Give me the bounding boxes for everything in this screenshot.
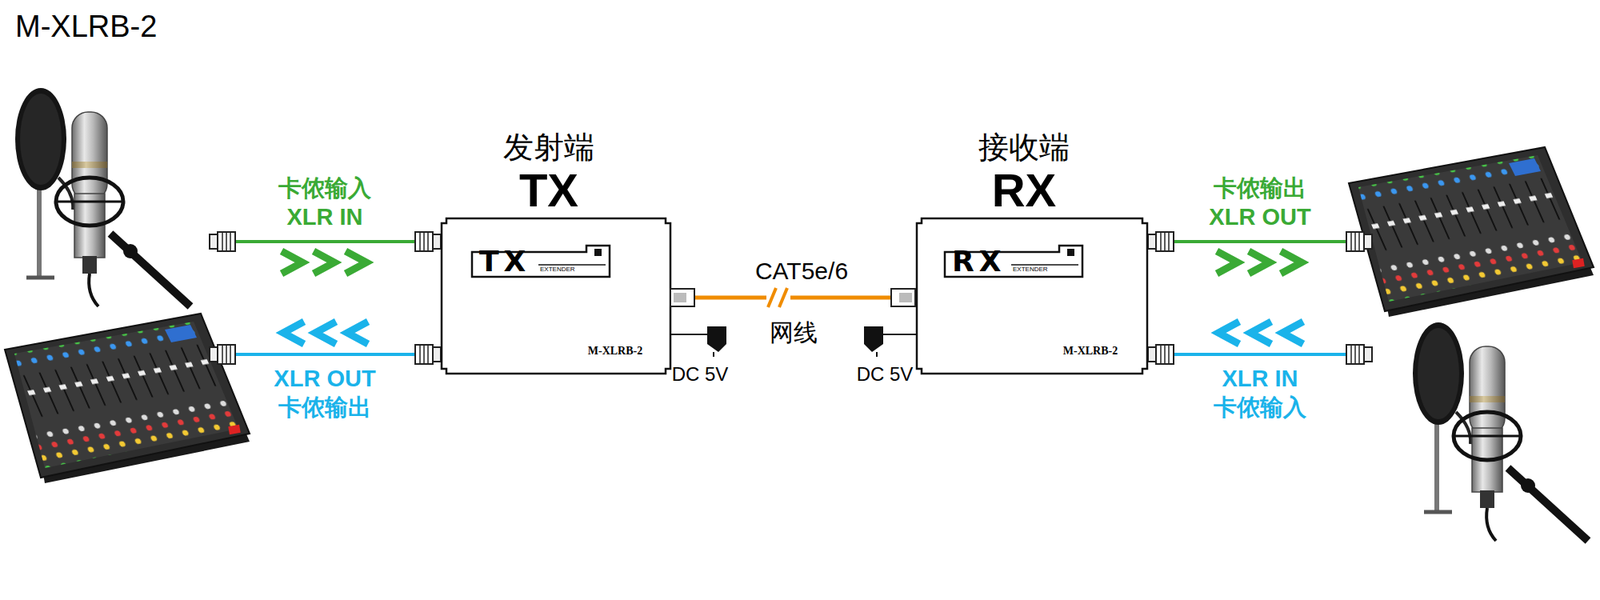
port-label: 卡侬输入	[1213, 395, 1307, 421]
device-heading: 接收端	[978, 131, 1070, 165]
logo-text: RX	[952, 245, 1006, 278]
logo-rule	[1011, 264, 1079, 266]
logo-mark	[594, 248, 602, 256]
power-label: DC 5V	[672, 364, 729, 385]
transmitter-box: 发射端TXM-XLRB-2TXEXTENDER	[440, 217, 672, 375]
receiver-box: 接收端RXM-XLRB-2RXEXTENDER	[916, 217, 1148, 375]
port-label: 卡侬输出	[1213, 176, 1307, 202]
cable-label: CAT5e/6	[755, 256, 848, 284]
device-heading: 发射端	[503, 131, 595, 165]
logo-subtext: EXTENDER	[1012, 266, 1048, 274]
node-border	[944, 245, 1083, 277]
logo-subtext: EXTENDER	[540, 266, 576, 274]
port-label: XLR OUT	[273, 366, 376, 392]
port-label: 卡侬输入	[278, 176, 372, 202]
port-label: XLR OUT	[1208, 204, 1311, 231]
model-label: M-XLRB-2	[588, 344, 643, 357]
network-cable	[671, 295, 916, 300]
port-label: 卡侬输出	[278, 395, 372, 421]
node-border	[472, 245, 610, 277]
port-label: XLR IN	[286, 204, 363, 231]
diagram-title: M-XLRB-2	[15, 10, 157, 44]
device-heading: RX	[992, 164, 1057, 216]
logo-mark	[1067, 248, 1075, 256]
cable-label: 网线	[769, 319, 818, 346]
logo-rule	[538, 264, 606, 266]
node-border	[441, 218, 671, 374]
logo-text: TX	[479, 245, 531, 278]
logo-plate: TX EXTENDER	[471, 244, 611, 278]
device-heading: TX	[519, 164, 579, 216]
node-border	[916, 218, 1148, 374]
power-label: DC 5V	[856, 364, 914, 385]
port-label: XLR IN	[1221, 366, 1298, 392]
model-label: M-XLRB-2	[1063, 344, 1118, 357]
logo-plate: RX EXTENDER	[944, 244, 1084, 278]
